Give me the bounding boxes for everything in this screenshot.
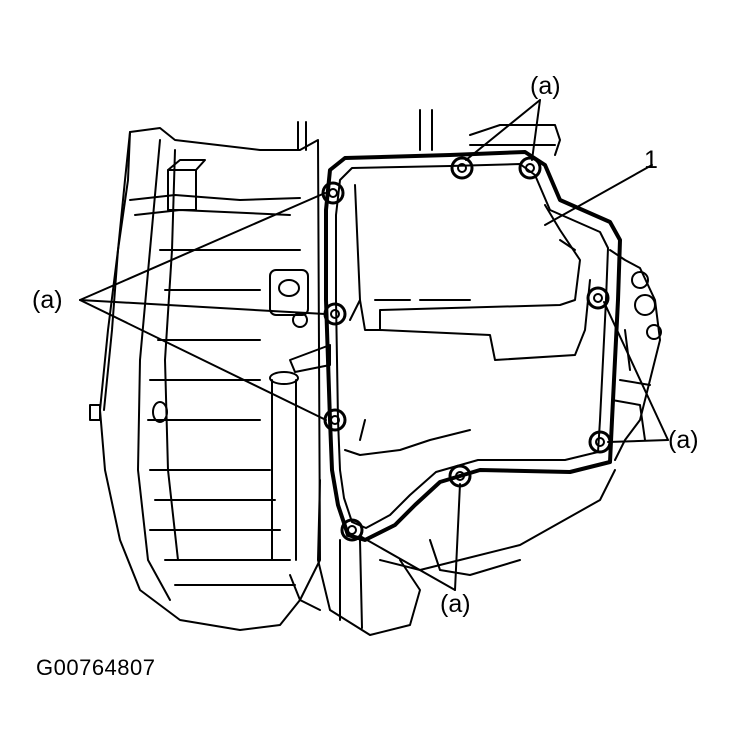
figure-id: G00764807 — [36, 655, 156, 680]
bolt-group — [321, 156, 612, 542]
callout-bolt-right: (a) — [668, 426, 699, 454]
bolt — [586, 286, 610, 310]
callout-part-1: 1 — [644, 146, 658, 174]
bolt — [340, 518, 364, 542]
callout-bolt-top: (a) — [530, 72, 561, 100]
rear-housing — [469, 124, 662, 461]
oil-pan-gasket-outline — [324, 150, 622, 542]
bolt — [450, 156, 474, 180]
transaxle-housing — [89, 109, 433, 631]
callout-bolt-left: (a) — [32, 286, 63, 314]
callout-bolt-bottom: (a) — [440, 590, 471, 618]
oil-pan-body — [344, 184, 591, 456]
leader-lines — [79, 99, 669, 591]
bolt — [518, 156, 542, 180]
lower-housing — [289, 469, 616, 636]
